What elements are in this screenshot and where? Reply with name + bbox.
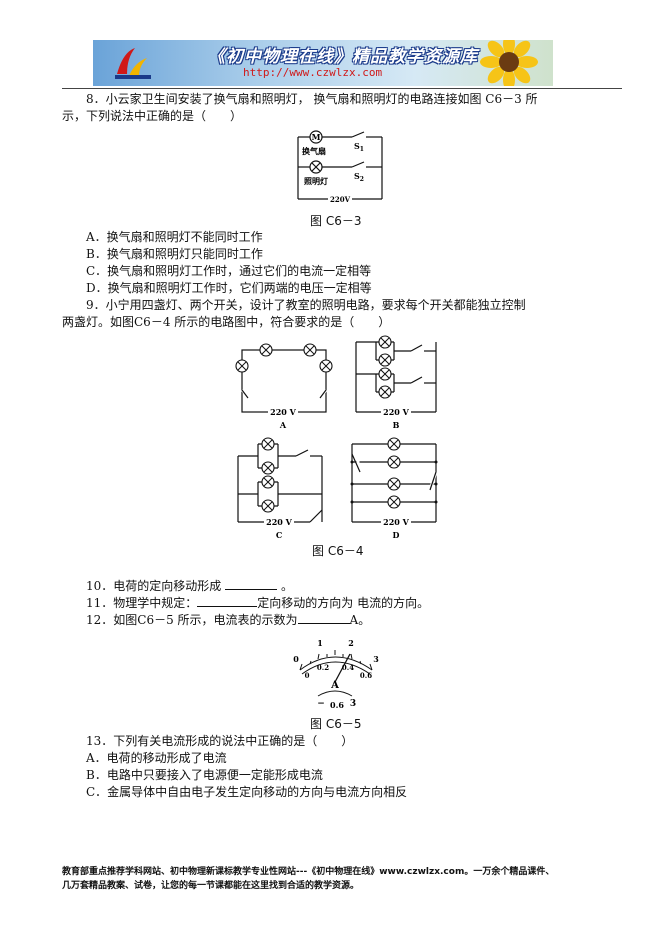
q13-option-a: A．电荷的移动形成了电流 xyxy=(86,751,227,765)
q12-blank[interactable] xyxy=(297,611,350,624)
s1-sub: 1 xyxy=(360,146,364,153)
svg-text:S1: S1 xyxy=(354,141,364,153)
upper-scale-2: 2 xyxy=(348,638,354,648)
terminal-3: 3 xyxy=(350,699,356,709)
q8-option-d: D．换气扇和照明灯工作时，它们两端的电压一定相等 xyxy=(86,281,372,295)
terminal-negative: − xyxy=(317,699,325,709)
voltage-label: 220V xyxy=(330,195,351,204)
caption-c6-4: 图 C6－4 xyxy=(312,544,364,558)
circuit-d-label: D xyxy=(393,530,400,540)
q13-text-line1: 13．下列有关电流形成的说法中正确的是（ ） xyxy=(86,734,354,748)
q11-pre: 11．物理学中规定： xyxy=(86,596,198,610)
circuit-a-voltage: 220 V xyxy=(270,407,296,417)
q8-option-a: A．换气扇和照明灯不能同时工作 xyxy=(86,230,263,244)
upper-scale-3: 3 xyxy=(373,654,379,664)
header-url[interactable]: http://www.czwlzx.com xyxy=(243,66,383,79)
figure-c6-3: M 换气扇 照明灯 S1 S2 220V xyxy=(297,130,383,204)
q11-blank[interactable] xyxy=(197,594,258,607)
q12-pre: 12．如图C6－5 所示，电流表的示数为 xyxy=(86,613,298,627)
q12-text: 12．如图C6－5 所示，电流表的示数为 A。 xyxy=(86,611,370,628)
caption-c6-3: 图 C6－3 xyxy=(310,214,362,228)
s1-label: S xyxy=(354,141,360,151)
upper-scale-0: 0 xyxy=(293,654,299,664)
circuit-c-label: C xyxy=(276,530,282,540)
site-logo-icon xyxy=(115,48,151,79)
svg-text:S2: S2 xyxy=(354,171,364,183)
q13-option-b: B．电路中只要接入了电源便一定能形成电流 xyxy=(86,768,323,782)
circuit-b-label: B xyxy=(393,420,400,430)
s2-label: S xyxy=(354,171,360,181)
q10-text: 10．电荷的定向移动形成 。 xyxy=(86,577,293,594)
circuit-b-voltage: 220 V xyxy=(383,407,409,417)
terminal-06: 0.6 xyxy=(330,700,344,710)
footer-line2: 几万套精品教案、试卷，让您的每一节课都能在这里找到合适的教学资源。 xyxy=(62,881,360,891)
q10-blank[interactable] xyxy=(225,577,278,590)
lower-scale-02: 0.2 xyxy=(317,663,329,672)
motor-label: M xyxy=(312,132,321,142)
footer-line1: 教育部重点推荐学科网站、初中物理新课标教学专业性网站---《初中物理在线》www… xyxy=(62,867,555,877)
q9-text-line2: 两盏灯。如图C6－4 所示的电路图中，符合要求的是（ ） xyxy=(62,315,391,329)
circuit-c-voltage: 220 V xyxy=(266,517,292,527)
q13-option-c: C．金属导体中自由电子发生定向移动的方向与电流方向相反 xyxy=(86,785,408,799)
s2-sub: 2 xyxy=(360,176,364,183)
q8-option-c: C．换气扇和照明灯工作时，通过它们的电流一定相等 xyxy=(86,264,372,278)
figure-c6-5-ammeter: 0 1 2 3 0 0.2 0.4 0.6 A − 0.6 3 xyxy=(293,638,379,710)
q8-text-line1: 8．小云家卫生间安装了换气扇和照明灯， 换气扇和照明灯的电路连接如图 C6－3 … xyxy=(86,92,538,106)
meter-unit: A xyxy=(330,680,339,691)
header-title: 《初中物理在线》精品教学资源库 xyxy=(208,47,478,67)
q8-text-line2: 示，下列说法中正确的是（ ） xyxy=(62,109,243,123)
figure-c6-4: 220 V A 220 V B 220 V C 220 V D xyxy=(235,335,438,540)
q10-post: 。 xyxy=(280,579,293,593)
circuit-d-voltage: 220 V xyxy=(383,517,409,527)
caption-c6-5: 图 C6－5 xyxy=(310,717,362,731)
lower-scale-04: 0.4 xyxy=(342,663,354,672)
circuit-a-label: A xyxy=(279,420,287,430)
fan-label: 换气扇 xyxy=(302,146,326,156)
header-divider xyxy=(62,88,622,89)
q10-pre: 10．电荷的定向移动形成 xyxy=(86,579,222,593)
header-banner: 《初中物理在线》精品教学资源库 http://www.czwlzx.com xyxy=(93,40,553,86)
q11-post: 定向移动的方向为 电流的方向。 xyxy=(257,596,430,610)
sunflower-icon xyxy=(480,40,538,86)
q8-option-b: B．换气扇和照明灯只能同时工作 xyxy=(86,247,263,261)
q11-text: 11．物理学中规定： 定向移动的方向为 电流的方向。 xyxy=(86,594,429,611)
lamp-label: 照明灯 xyxy=(304,176,328,186)
q9-text-line1: 9．小宁用四盏灯、两个开关，设计了教室的照明电路，要求每个开关都能独立控制 xyxy=(86,298,526,312)
q12-post: A。 xyxy=(349,613,371,627)
upper-scale-1: 1 xyxy=(317,638,323,648)
lower-scale-06: 0.6 xyxy=(360,671,372,680)
lower-scale-0: 0 xyxy=(305,671,310,680)
